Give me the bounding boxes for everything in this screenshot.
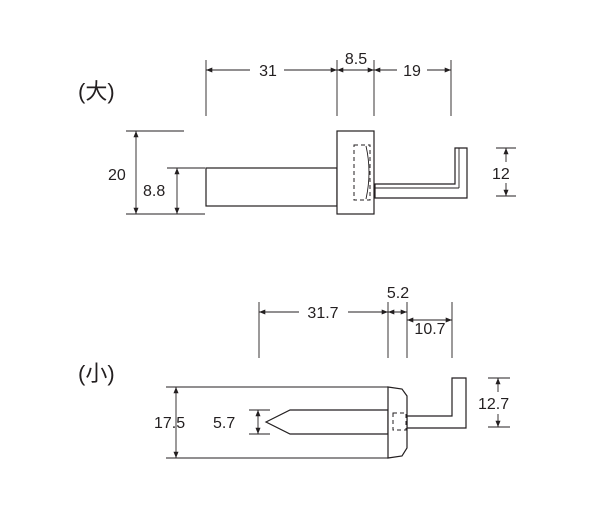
small-pointed-shaft (264, 409, 389, 435)
dim-31: 31 (259, 63, 277, 80)
small-collar-hidden (392, 412, 407, 431)
dim-10-7: 10.7 (414, 321, 445, 338)
dim-20: 20 (108, 167, 126, 184)
large-shaft (205, 167, 338, 207)
small-label: (小) (78, 361, 115, 386)
dim-8-5: 8.5 (345, 51, 367, 68)
dim-31-7: 31.7 (307, 305, 338, 322)
dim-5-2: 5.2 (387, 285, 409, 302)
dim-5-7: 5.7 (213, 415, 235, 432)
dim-12: 12 (492, 166, 510, 183)
large-hook-arm (374, 147, 468, 199)
large-collar-hidden (353, 144, 371, 201)
dim-8-8: 8.8 (143, 183, 165, 200)
dim-19: 19 (403, 63, 421, 80)
dim-12-7: 12.7 (478, 396, 509, 413)
small-collar (387, 386, 408, 459)
small-hook-view: (小) 31.7 5.2 10.7 17.5 5.7 (78, 285, 510, 459)
large-label: (大) (78, 79, 115, 104)
large-collar (336, 130, 375, 215)
collar-curve (365, 145, 370, 200)
small-hook-arm (406, 377, 467, 429)
dim-17-5: 17.5 (154, 415, 185, 432)
large-hook-view: (大) 31 8.5 19 20 8.8 (78, 51, 516, 215)
